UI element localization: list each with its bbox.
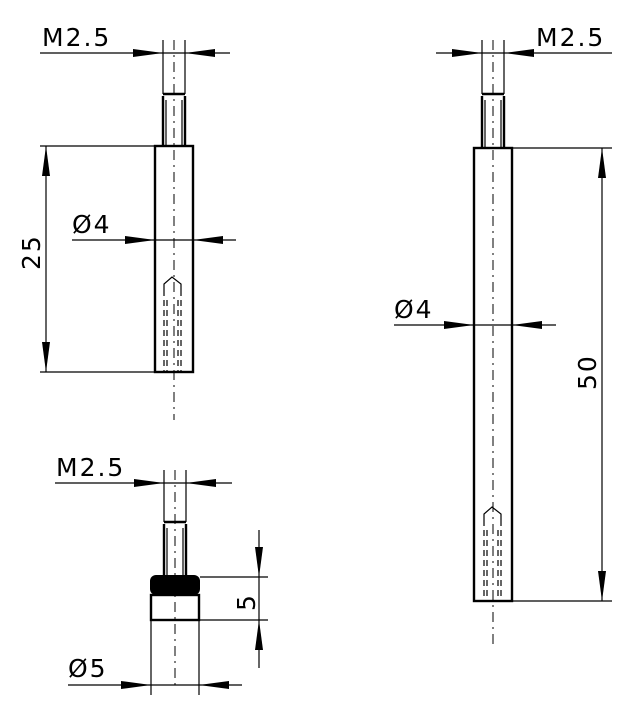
- part-3-thread-pin: [162, 520, 188, 575]
- part-2-diameter-dimension: Ø4: [394, 295, 556, 329]
- part-2-body: [472, 146, 514, 603]
- part-2-length-label: 50: [573, 354, 602, 390]
- part-3-length-label: 5: [232, 593, 261, 611]
- part-1-diameter-dimension: Ø4: [72, 210, 236, 244]
- part-2-length-dimension: 50: [512, 147, 612, 602]
- part-1-length-dimension: 25: [17, 145, 155, 373]
- part-1-thread-dimension: M2.5: [40, 23, 230, 94]
- part-3-thread-dimension: M2.5: [55, 453, 232, 522]
- part-2-thread-dimension: M2.5: [436, 23, 612, 94]
- part-3-head: [149, 575, 201, 622]
- part-1-thread-label: M2.5: [42, 23, 111, 52]
- part-1-thread-pin: [161, 92, 187, 146]
- part-1-internal-thread: [163, 276, 182, 372]
- part-3-length-dimension: 5: [200, 530, 268, 668]
- part-3-knurl-band: [150, 575, 200, 595]
- part-3-diameter-dimension: Ø5: [68, 620, 242, 695]
- part-2-thread-pin: [480, 92, 506, 148]
- part-3-thread-label: M2.5: [56, 453, 125, 482]
- part-3-diameter-label: Ø5: [68, 654, 108, 683]
- part-1-length-label: 25: [17, 234, 46, 270]
- part-3-adapter: M2.5 5 Ø5: [55, 453, 268, 695]
- part-2-diameter-label: Ø4: [394, 295, 434, 324]
- part-1-body: [153, 144, 195, 374]
- part-2-extension-50: M2.5 Ø4 50: [394, 23, 612, 645]
- part-2-internal-thread: [483, 506, 502, 601]
- part-3-body: [149, 593, 201, 622]
- part-1-diameter-label: Ø4: [72, 210, 112, 239]
- part-1-extension-25: M2.5 Ø4 25: [17, 23, 236, 420]
- part-2-thread-label: M2.5: [536, 23, 605, 52]
